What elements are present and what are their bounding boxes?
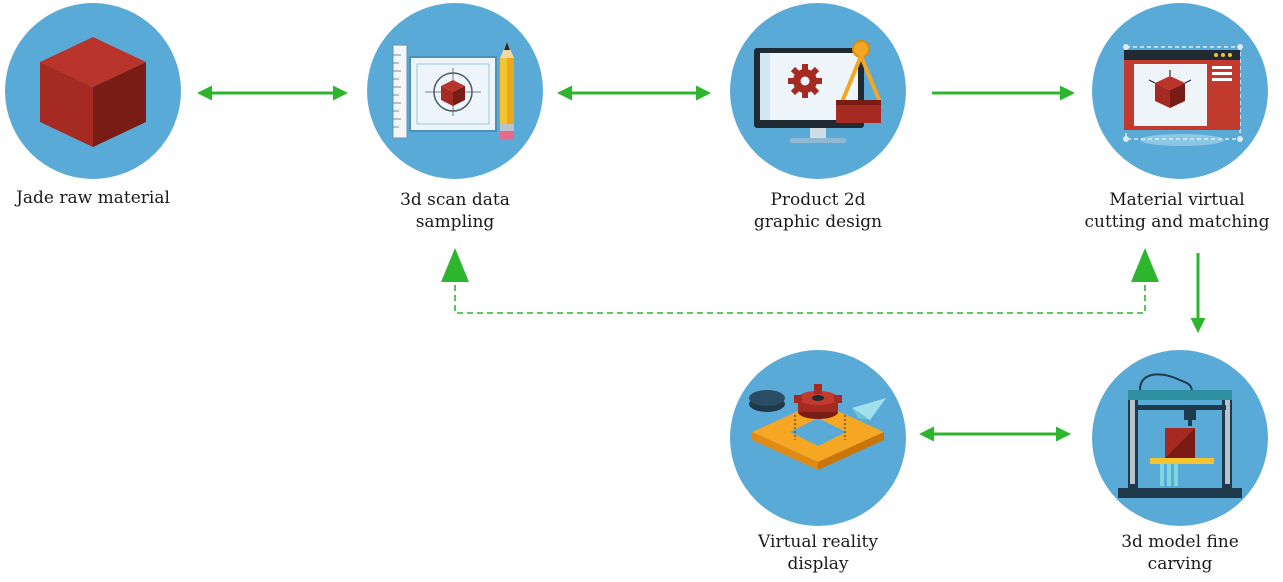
3d-printer-icon xyxy=(1118,373,1242,498)
label-line: graphic design xyxy=(753,212,883,232)
node-virtual-reality-display xyxy=(730,350,906,526)
label-line: sampling xyxy=(415,212,495,232)
label-jade-raw-material: Jade raw material xyxy=(0,187,213,209)
label-virtual-reality-display: Virtual reality display xyxy=(698,531,938,575)
label-line: Virtual reality xyxy=(758,532,878,552)
label-3d-model-fine-carving: 3d model fine carving xyxy=(1060,531,1283,575)
node-3d-scan-data-sampling xyxy=(367,3,543,179)
blueprint-cube-ruler-pencil-icon xyxy=(392,42,514,139)
label-line: Jade raw material xyxy=(16,188,170,208)
node-material-virtual-cutting-matching xyxy=(1092,3,1268,179)
label-line: 3d scan data xyxy=(400,190,510,210)
edge-cutting-scan-dashed-arrow xyxy=(441,248,1159,314)
monitor-gear-compass-icon xyxy=(754,40,882,143)
label-line: Material virtual xyxy=(1109,190,1245,210)
node-product-2d-graphic-design xyxy=(730,3,906,179)
label-line: cutting and matching xyxy=(1084,212,1270,232)
label-line: Product 2d xyxy=(770,190,866,210)
label-material-virtual-cutting-matching: Material virtual cutting and matching xyxy=(1072,189,1282,233)
node-3d-model-fine-carving xyxy=(1092,350,1268,526)
label-3d-scan-data-sampling: 3d scan data sampling xyxy=(335,189,575,233)
red-cube-icon xyxy=(40,37,146,147)
browser-window-cube-icon xyxy=(1123,44,1243,146)
node-jade-raw-material xyxy=(5,3,181,179)
label-line: carving xyxy=(1147,554,1213,574)
isometric-gear-platform-icon xyxy=(749,384,886,470)
label-line: display xyxy=(787,554,849,574)
label-line: 3d model fine xyxy=(1121,532,1239,552)
label-product-2d-graphic-design: Product 2d graphic design xyxy=(698,189,938,233)
